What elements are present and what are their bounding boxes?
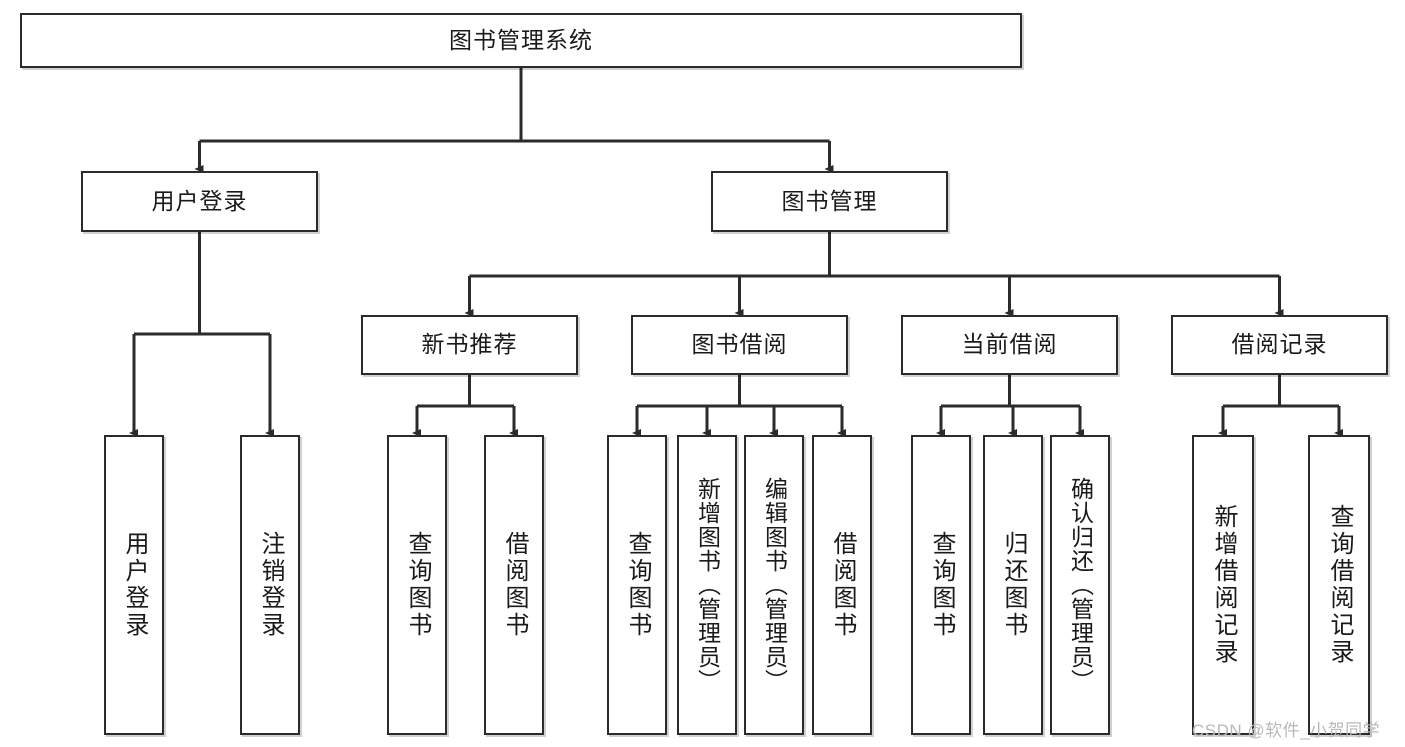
node-label: 借阅图书 xyxy=(501,531,528,639)
node-root[interactable]: 图书管理系统 xyxy=(20,13,1022,68)
node-label: 查询图书 xyxy=(928,531,955,639)
watermark-text: CSDN @软件_小贺同学 xyxy=(1192,721,1381,740)
node-bookmgmt[interactable]: 图书管理 xyxy=(711,171,948,232)
node-newbook[interactable]: 新书推荐 xyxy=(361,315,578,375)
node-label: 用户登录 xyxy=(121,531,148,639)
node-leaf-cu-conf[interactable]: 确认归还（管理员） xyxy=(1050,435,1110,735)
node-label: 确认归还（管理员） xyxy=(1067,477,1094,693)
node-label: 当前借阅 xyxy=(961,331,1058,358)
node-label: 查询图书 xyxy=(404,531,431,639)
node-current[interactable]: 当前借阅 xyxy=(901,315,1118,375)
node-leaf-logout[interactable]: 注销登录 xyxy=(240,435,300,735)
node-leaf-re-add[interactable]: 新增借阅记录 xyxy=(1192,435,1254,735)
node-label: 借阅图书 xyxy=(829,531,856,639)
node-leaf-re-q[interactable]: 查询借阅记录 xyxy=(1308,435,1370,735)
node-label: 查询借阅记录 xyxy=(1326,504,1353,666)
edge-group xyxy=(129,68,1343,437)
node-label: 借阅记录 xyxy=(1231,331,1328,358)
node-leaf-cu-ret[interactable]: 归还图书 xyxy=(983,435,1043,735)
node-label: 用户登录 xyxy=(151,187,248,214)
node-borrow[interactable]: 图书借阅 xyxy=(631,315,848,375)
node-label: 图书借阅 xyxy=(691,331,788,358)
node-leaf-bo-edit[interactable]: 编辑图书（管理员） xyxy=(744,435,804,735)
node-leaf-nb-b[interactable]: 借阅图书 xyxy=(484,435,544,735)
node-label: 图书管理 xyxy=(781,187,878,214)
node-leaf-bo-q[interactable]: 查询图书 xyxy=(607,435,667,735)
node-leaf-bo-bor[interactable]: 借阅图书 xyxy=(812,435,872,735)
node-leaf-bo-add[interactable]: 新增图书（管理员） xyxy=(677,435,737,735)
node-label: 查询图书 xyxy=(624,531,651,639)
node-leaf-cu-q[interactable]: 查询图书 xyxy=(911,435,971,735)
node-label: 编辑图书（管理员） xyxy=(761,477,788,693)
node-label: 新书推荐 xyxy=(421,331,518,358)
node-leaf-nb-q[interactable]: 查询图书 xyxy=(387,435,447,735)
node-label: 注销登录 xyxy=(257,531,284,639)
node-label: 归还图书 xyxy=(1000,531,1027,639)
node-records[interactable]: 借阅记录 xyxy=(1171,315,1388,375)
node-leaf-login[interactable]: 用户登录 xyxy=(104,435,164,735)
node-label: 新增借阅记录 xyxy=(1210,504,1237,666)
node-login[interactable]: 用户登录 xyxy=(81,171,318,232)
node-label: 新增图书（管理员） xyxy=(694,477,721,693)
node-label: 图书管理系统 xyxy=(449,26,593,53)
